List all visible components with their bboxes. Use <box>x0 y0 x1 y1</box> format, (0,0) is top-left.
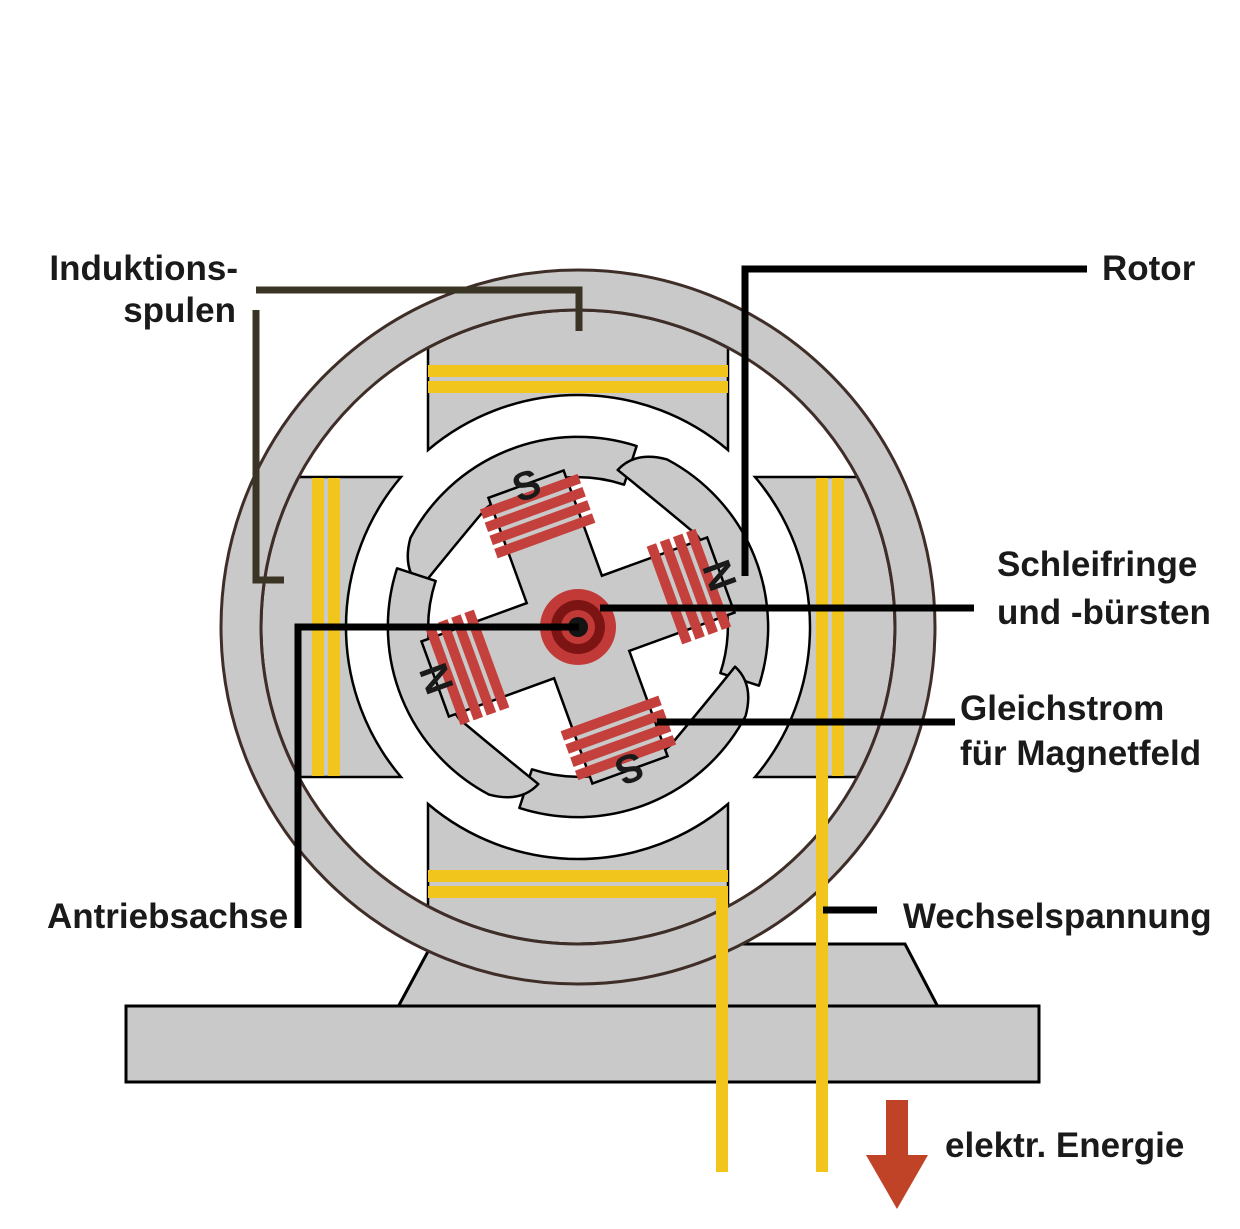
label-dc-field-line2: für Magnetfeld <box>960 734 1201 773</box>
coil-top-band2 <box>428 381 728 393</box>
rotor-coil-top <box>479 473 596 559</box>
induction-coils-yellow <box>312 365 844 1172</box>
rotor-coil-left <box>424 609 510 726</box>
ring-outline-outer <box>219 268 937 986</box>
energy-arrow <box>866 1100 928 1209</box>
leader-rotor <box>741 265 1087 576</box>
leader-induction-top <box>256 286 583 331</box>
label-ac-voltage: Wechselspannung <box>903 897 1212 936</box>
label-slip-rings-line2: und -bürsten <box>997 593 1211 632</box>
label-induction-coils-line1: Induktions- <box>49 249 238 288</box>
rotor-coil-bottom <box>560 695 677 781</box>
leader-induction-coils <box>252 286 583 584</box>
labels: Induktions- spulen Rotor Schleifringe un… <box>47 249 1212 1165</box>
coil-right-band2 <box>832 478 844 776</box>
coil-bottom-band1 <box>428 870 728 882</box>
label-slip-rings-line1: Schleifringe <box>997 545 1197 584</box>
coil-top-band1 <box>428 365 728 377</box>
leader-lines <box>294 265 1087 928</box>
coil-right-band1-and-wire <box>816 478 828 1172</box>
label-rotor: Rotor <box>1102 249 1196 288</box>
leader-drive-shaft <box>294 623 579 928</box>
leader-induction-left <box>252 310 284 584</box>
label-drive-shaft: Antriebsachse <box>47 897 288 936</box>
label-induction-coils-line2: spulen <box>123 291 236 330</box>
label-dc-field-line1: Gleichstrom <box>960 689 1164 728</box>
base-plate <box>124 1004 1041 1084</box>
label-electric-energy: elektr. Energie <box>945 1126 1184 1165</box>
stator-pole-top <box>426 309 730 453</box>
